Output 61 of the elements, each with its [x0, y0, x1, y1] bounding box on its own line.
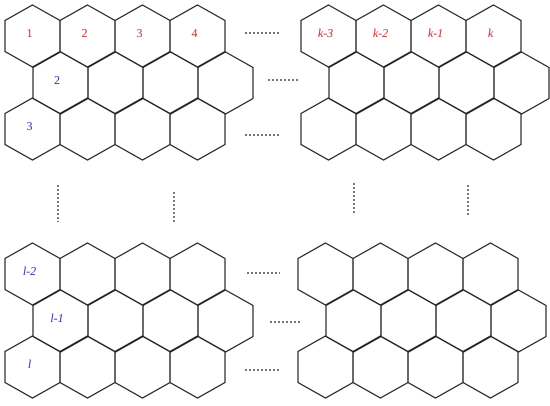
cell-label: k-2 [372, 26, 388, 40]
hexagon-cell [384, 52, 438, 114]
hexagon-cell [494, 52, 548, 114]
hexagon-cell [170, 98, 225, 160]
hexagon-cell [436, 290, 490, 352]
cell-label: l-1 [50, 310, 64, 324]
hexagon-cell [5, 336, 60, 398]
hexagon-cell [353, 243, 408, 305]
cell-label: k [488, 26, 494, 40]
cell-label: l-2 [22, 264, 36, 278]
hexagon-cell [326, 290, 380, 352]
hexagon-cell [60, 243, 115, 305]
cell-label: 3 [136, 26, 142, 40]
hexagon-cell [438, 52, 494, 114]
hexagon-cell [60, 336, 115, 398]
hexagon-cell [115, 243, 170, 305]
cell-label: 2 [82, 26, 88, 40]
hexagon-cell [298, 243, 353, 305]
hexagon-cell [142, 52, 198, 114]
hexagon-cell [198, 290, 252, 352]
hexagon-cell [88, 52, 142, 114]
hexagon-cell [170, 243, 225, 305]
hexagon-cell [5, 5, 60, 67]
hexagon-cell [88, 290, 142, 352]
hexagon-cell [356, 98, 411, 160]
hexagon-cell [142, 290, 198, 352]
hexagon-cell [5, 243, 60, 305]
cell-label: k-3 [318, 26, 334, 40]
hexagon-cell [115, 98, 170, 160]
hexagon-cell [5, 98, 60, 160]
hexagon-cell [328, 52, 384, 114]
hexagon-cell [115, 336, 170, 398]
hexagon-cell [408, 243, 463, 305]
hexagon-cell [353, 336, 408, 398]
cell-label: k-1 [428, 26, 444, 40]
cell-label: 4 [192, 26, 198, 40]
hexagon-cell [411, 98, 466, 160]
hexagon-cell [170, 5, 225, 67]
hexagon-cell [301, 5, 356, 67]
hexagon-cell [298, 336, 353, 398]
hexagon-cell [301, 98, 356, 160]
hexagon-cell [463, 243, 518, 305]
cell-label: 2 [54, 72, 60, 86]
hexagon-cell [356, 5, 411, 67]
hexagon-cell [380, 290, 436, 352]
hexagon-cell [490, 290, 546, 352]
cell-label: 1 [26, 26, 32, 40]
hexagon-cell [60, 98, 115, 160]
cell-label: l [28, 357, 32, 371]
hexagon-cell [411, 5, 466, 67]
hexagon-cell [60, 5, 115, 67]
hexagon-cell [32, 290, 88, 352]
hexagon-cell [466, 5, 521, 67]
hexagon-cell [408, 336, 463, 398]
hexagon-cell [115, 5, 170, 67]
cell-label: 3 [26, 119, 32, 133]
hexagon-cell [32, 52, 88, 114]
hexagon-cell [170, 336, 225, 398]
hexagon-cell [198, 52, 252, 114]
hexagon-cell [463, 336, 518, 398]
hexagon-cell [466, 98, 521, 160]
